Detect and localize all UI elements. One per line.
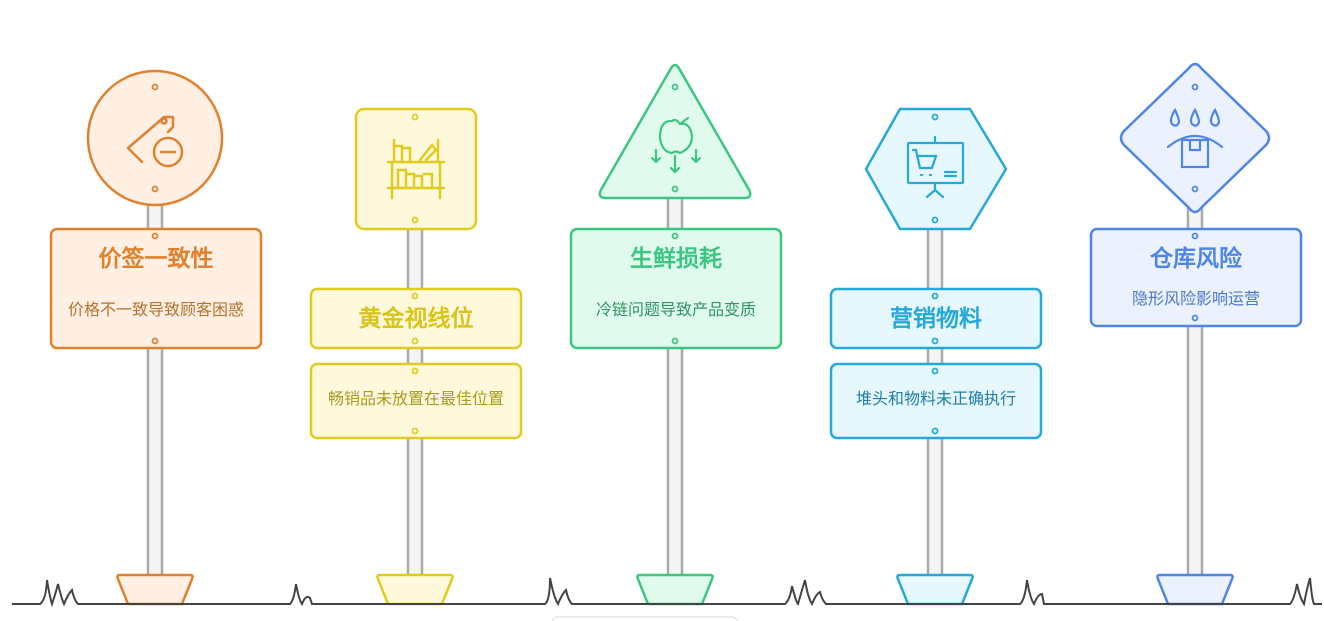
sign-5-title: 仓库风险	[1150, 246, 1242, 272]
ground-line	[12, 577, 1322, 608]
price-tag-minus-icon	[126, 115, 184, 168]
sign-2-desc: 畅销品未放置在最佳位置	[327, 389, 504, 408]
sign-3-triangle	[598, 63, 752, 200]
shelf-icon	[386, 138, 446, 200]
sign-5-diamond	[1119, 62, 1271, 214]
sign-2-box-desc	[309, 362, 523, 440]
apple-falling-icon	[650, 116, 702, 174]
sign-4-box-desc	[829, 362, 1043, 440]
base-3	[636, 573, 714, 606]
sign-2-square	[354, 107, 478, 231]
base-2	[376, 573, 454, 606]
sign-1-circle	[86, 69, 224, 207]
box-rain-icon	[1166, 107, 1224, 169]
cart-presentation-icon	[906, 135, 965, 199]
sign-1-title: 价签一致性	[98, 246, 214, 272]
base-1	[116, 573, 194, 606]
base-4	[896, 573, 974, 606]
sign-2-box-title	[309, 287, 523, 350]
sign-3-box	[569, 227, 783, 350]
rivets	[151, 83, 1199, 435]
sign-4-title: 营销物料	[890, 306, 982, 332]
sign-3-title: 生鲜损耗	[630, 246, 722, 272]
sign-2-title: 黄金视线位	[358, 306, 474, 332]
sign-5-desc: 隐形风险影响运营	[1131, 289, 1260, 308]
sign-4-box-title	[829, 287, 1043, 350]
sign-4-hexagon	[864, 107, 1008, 231]
partial-element	[551, 616, 739, 621]
sign-4-desc: 堆头和物料未正确执行	[855, 389, 1016, 408]
sign-5-box	[1089, 227, 1303, 328]
sign-3-desc: 冷链问题导致产品变质	[595, 300, 756, 319]
sign-1-box	[49, 227, 263, 350]
base-5	[1156, 573, 1234, 606]
sign-1-desc: 价格不一致导致顾客困惑	[67, 300, 244, 319]
